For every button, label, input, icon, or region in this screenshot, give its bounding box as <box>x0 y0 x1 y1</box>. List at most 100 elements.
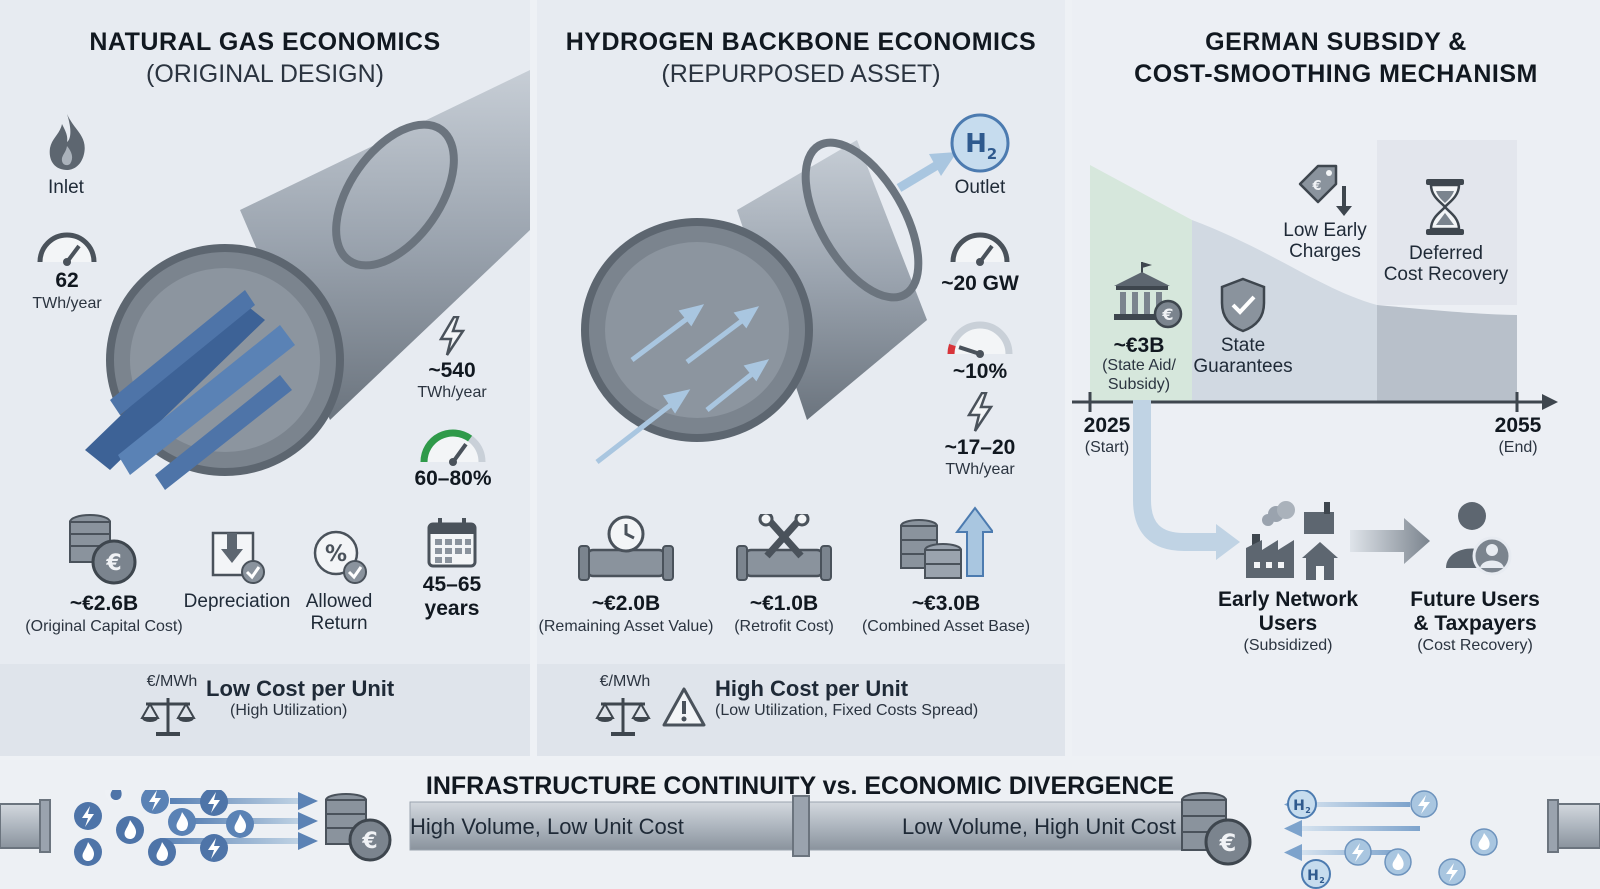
pipe-flange <box>1547 799 1559 853</box>
hydrogen-icon: H 2 <box>1287 790 1317 819</box>
guarantee-label-2: Guarantees <box>1193 356 1293 377</box>
end-year: 2055 <box>1494 414 1542 437</box>
lightning-icon <box>141 790 169 814</box>
users-icon <box>1446 502 1512 576</box>
panel1-title: NATURAL GAS ECONOMICS <box>89 28 441 56</box>
pipe-flange <box>801 138 923 302</box>
life-value-2: years <box>424 597 480 620</box>
right-strip-text: Low Volume, High Unit Cost <box>902 814 1176 839</box>
flame-icon <box>148 838 176 866</box>
capacity-value: ~20 GW <box>941 272 1019 295</box>
light-flow-arrows <box>595 304 770 464</box>
guarantee-label-1: State <box>1220 335 1266 356</box>
throughput-unit: TWh/year <box>945 461 1015 478</box>
deferred-recovery-zone <box>1377 305 1517 402</box>
left-strip-text: High Volume, Low Unit Cost <box>410 814 684 839</box>
h2-subscript: 2 <box>1305 806 1311 815</box>
coins-growth-icon <box>900 506 993 579</box>
throughput-value: ~17–20 <box>944 436 1016 459</box>
deferred-label-2: Cost Recovery <box>1383 264 1509 285</box>
scale-icon <box>140 698 196 736</box>
low-utilization-gauge-icon <box>947 321 1013 358</box>
panel2-title: HYDROGEN BACKBONE ECONOMICS <box>565 28 1037 56</box>
flame-icon <box>226 810 254 838</box>
pipe-inner <box>130 268 320 452</box>
percent-return-icon: % <box>313 530 367 584</box>
panel2-subtitle: (REPURPOSED ASSET) <box>661 60 941 88</box>
lightning-icon <box>200 834 228 862</box>
panel1-footer: €/MWh Low Cost per Unit (High Utilizatio… <box>0 664 530 756</box>
outlet-arrow <box>896 152 957 192</box>
hourglass-icon <box>1426 179 1464 235</box>
outlet-label: Outlet <box>954 177 1006 198</box>
deferred-label-1: Deferred <box>1409 243 1483 264</box>
future-users-1: Future Users <box>1410 588 1540 611</box>
utilization-value: 60–80% <box>414 467 492 490</box>
lightning-icon <box>1344 838 1372 866</box>
throughput-unit: TWh/year <box>417 384 487 401</box>
svg-text:€: € <box>1311 179 1321 194</box>
lightning-icon <box>1438 858 1466 886</box>
retrofit-label: (Retrofit Cost) <box>734 618 834 635</box>
remaining-label: (Remaining Asset Value) <box>538 618 714 635</box>
warning-icon <box>662 687 706 727</box>
panel2-footer: €/MWh High Cost per Unit (Low Utilizatio… <box>537 664 1065 756</box>
lightning-icon <box>74 802 102 830</box>
pipe-flange <box>792 795 810 857</box>
start-year: 2025 <box>1083 414 1131 437</box>
hydrogen-pipe-illustration <box>581 138 957 464</box>
panel3-title-1: GERMAN SUBSIDY & <box>1205 28 1467 56</box>
combined-value: ~€3.0B <box>911 592 981 615</box>
flow-arrow <box>110 290 255 415</box>
gauge-icon <box>37 232 97 266</box>
flame-icon <box>1470 828 1498 856</box>
capital-label: (Original Capital Cost) <box>25 618 183 635</box>
pipe-flange <box>332 120 458 270</box>
capacity-value: 62 <box>55 269 79 292</box>
early-users-2: Users <box>1258 612 1318 635</box>
throughput-value: ~540 <box>428 359 476 382</box>
coins-euro-icon: € <box>325 793 392 862</box>
strip-pipeline: € € H 2 H 2 <box>0 790 1600 889</box>
timeline-arrowhead <box>1542 394 1558 410</box>
future-users-2: & Taxpayers <box>1413 612 1537 635</box>
hydrogen-icon: H 2 <box>950 113 1010 173</box>
life-value-1: 45–65 <box>422 573 482 596</box>
government-building-icon: € <box>1114 262 1183 329</box>
shield-check-icon <box>1220 277 1266 333</box>
flame-icon <box>116 816 144 844</box>
cost-note: (Low Utilization, Fixed Costs Spread) <box>715 702 979 719</box>
cost-title: High Cost per Unit <box>715 676 909 701</box>
flow-down-right-arrow <box>1133 400 1240 560</box>
scale-icon <box>595 698 651 736</box>
future-users-note: (Cost Recovery) <box>1417 637 1533 654</box>
hydrogen-icon: H 2 <box>1301 859 1331 889</box>
remaining-value: ~€2.0B <box>591 592 661 615</box>
svg-text:€: € <box>361 829 377 854</box>
hydrogen-panel: HYDROGEN BACKBONE ECONOMICS (REPURPOSED … <box>537 0 1065 756</box>
capital-value: ~€2.6B <box>69 592 139 615</box>
subsidy-label-2: Subsidy) <box>1107 376 1171 393</box>
flame-icon <box>49 114 85 170</box>
price-tag-down-icon: € <box>1298 164 1352 216</box>
factory-house-icon <box>1246 501 1338 580</box>
combined-label: (Combined Asset Base) <box>861 618 1031 635</box>
flow-right-arrow <box>1350 518 1430 564</box>
subsidy-panel: GERMAN SUBSIDY & COST-SMOOTHING MECHANIS… <box>1072 0 1600 756</box>
flame-icon <box>105 790 127 803</box>
flame-icon <box>1384 848 1412 876</box>
lightning-icon <box>200 790 228 816</box>
start-label: (Start) <box>1084 439 1130 456</box>
early-charges-zone <box>1192 220 1377 402</box>
gauge-icon <box>950 232 1010 266</box>
unit-label: €/MWh <box>599 673 651 690</box>
svg-text:%: % <box>325 542 347 567</box>
pipe-clock-icon <box>578 515 674 581</box>
h2-subscript: 2 <box>987 145 997 163</box>
coins-euro-icon: € <box>69 514 137 585</box>
early-users-1: Early Network <box>1218 588 1359 611</box>
flow-arrow <box>85 300 265 470</box>
flame-icon <box>74 838 102 866</box>
panel3-title-2: COST-SMOOTHING MECHANISM <box>1134 60 1538 88</box>
unit-label: €/MWh <box>146 673 198 690</box>
